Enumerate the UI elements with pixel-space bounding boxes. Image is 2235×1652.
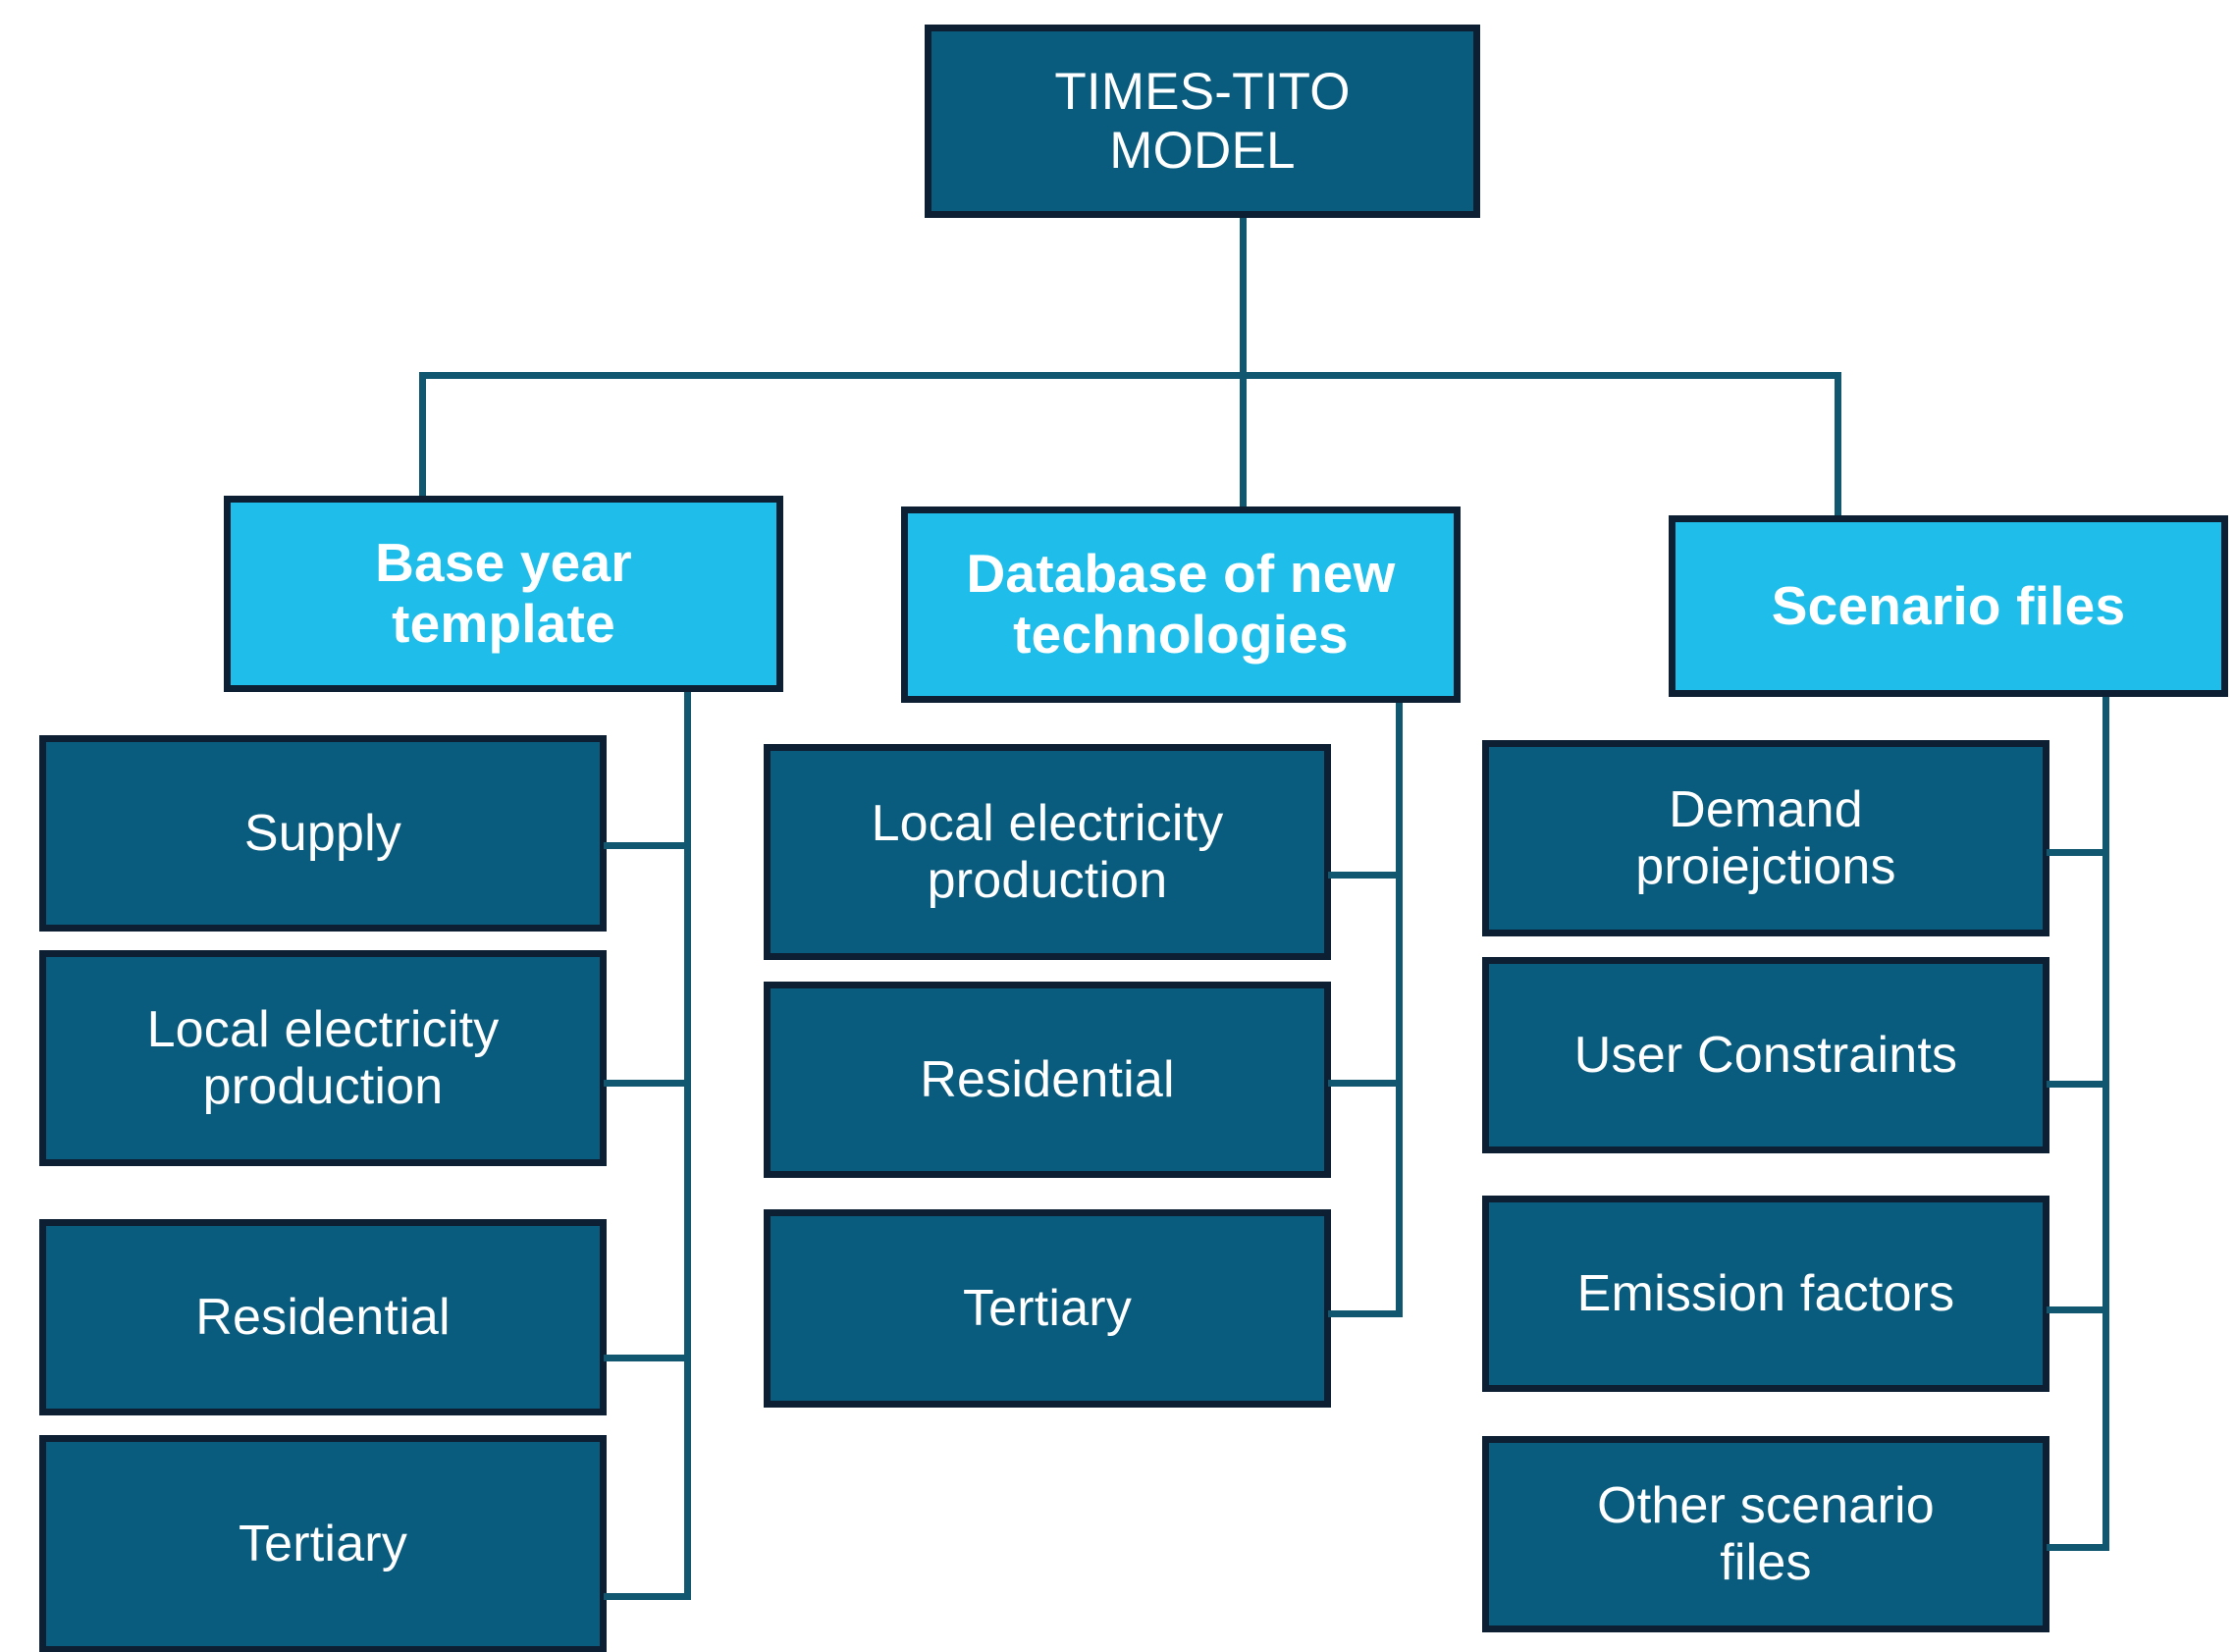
node-leaf-b3-emission-factors: Emission factors — [1482, 1196, 2049, 1392]
connector-branch-3-spine — [2102, 697, 2109, 1551]
node-leaf-b3-user-constraints: User Constraints — [1482, 957, 2049, 1153]
node-branch-base-year-template: Base year template — [224, 496, 783, 692]
node-root-times-tito-model: TIMES-TITO MODEL — [925, 25, 1480, 218]
node-leaf-b1-supply: Supply — [39, 735, 607, 932]
node-leaf-b1-tertiary: Tertiary — [39, 1435, 607, 1652]
node-branch-database-of-new-technologies: Database of new technologies — [901, 506, 1461, 703]
connector-bus-to-branch-1 — [419, 372, 426, 497]
connector-b2-child-1 — [1328, 872, 1403, 879]
node-leaf-b2-residential: Residential — [764, 982, 1331, 1178]
connector-b1-child-3 — [604, 1355, 688, 1361]
node-leaf-b1-local-electricity-production: Local electricity production — [39, 950, 607, 1166]
connector-b3-child-3 — [2047, 1306, 2109, 1313]
connector-bus-to-branch-3 — [1835, 372, 1841, 515]
connector-main-bus — [419, 372, 1841, 379]
connector-root-trunk — [1240, 218, 1247, 375]
node-leaf-b2-local-electricity-production: Local electricity production — [764, 744, 1331, 960]
node-leaf-b3-demand-projections: Demand proiejctions — [1482, 740, 2049, 936]
connector-b1-child-4 — [604, 1593, 688, 1600]
connector-bus-to-branch-2 — [1240, 372, 1247, 506]
connector-b3-child-2 — [2047, 1081, 2109, 1088]
connector-b1-child-1 — [604, 842, 688, 849]
connector-branch-1-spine — [684, 692, 691, 1600]
connector-b1-child-2 — [604, 1080, 688, 1087]
node-leaf-b3-other-scenario-files: Other scenario files — [1482, 1436, 2049, 1632]
node-leaf-b1-residential: Residential — [39, 1219, 607, 1415]
node-leaf-b2-tertiary: Tertiary — [764, 1209, 1331, 1408]
connector-b2-child-2 — [1328, 1080, 1403, 1087]
connector-branch-2-spine — [1396, 703, 1403, 1316]
node-branch-scenario-files: Scenario files — [1669, 515, 2228, 697]
connector-b3-child-1 — [2047, 849, 2109, 856]
connector-b3-child-4 — [2047, 1544, 2109, 1551]
connector-b2-child-3 — [1328, 1310, 1403, 1317]
